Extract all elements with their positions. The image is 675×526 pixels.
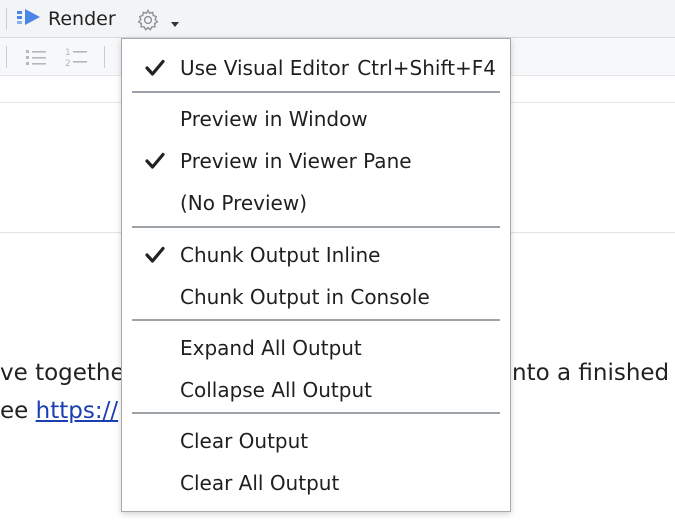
bulleted-list-icon[interactable] xyxy=(24,47,48,71)
menu-item-clear-output[interactable]: Clear Output xyxy=(122,421,510,461)
menu-item-label: Collapse All Output xyxy=(180,378,372,402)
render-button[interactable]: Render xyxy=(16,6,116,32)
menu-item-chunk-output-inline[interactable]: Chunk Output Inline xyxy=(122,235,510,275)
menu-item-preview-in-viewer-pane[interactable]: Preview in Viewer Pane xyxy=(122,141,510,181)
settings-menu-button[interactable] xyxy=(136,8,180,36)
document-text-line: ve togethe xyxy=(0,360,125,386)
menu-separator xyxy=(132,91,500,93)
document-text-fragment: ve togethe xyxy=(0,360,125,386)
checkmark-icon xyxy=(144,150,166,172)
menu-item-use-visual-editor[interactable]: Use Visual Editor Ctrl+Shift+F4 xyxy=(122,48,510,88)
numbered-list-icon[interactable]: 1 2 xyxy=(64,46,90,72)
toolbar-divider xyxy=(104,46,105,68)
menu-item-clear-all-output[interactable]: Clear All Output xyxy=(122,463,510,503)
menu-separator xyxy=(132,319,500,321)
menu-item-label: Clear Output xyxy=(180,429,309,453)
menu-item-shortcut: Ctrl+Shift+F4 xyxy=(357,56,496,80)
svg-text:1: 1 xyxy=(65,48,71,58)
menu-item-preview-in-window[interactable]: Preview in Window xyxy=(122,99,510,139)
gear-icon xyxy=(136,8,160,36)
menu-separator xyxy=(132,226,500,228)
menu-separator xyxy=(132,412,500,414)
top-toolbar: Render xyxy=(0,0,675,38)
menu-item-label: Chunk Output in Console xyxy=(180,285,430,309)
menu-item-expand-all-output[interactable]: Expand All Output xyxy=(122,328,510,368)
menu-item-label: (No Preview) xyxy=(180,191,308,215)
menu-item-label: Preview in Viewer Pane xyxy=(180,149,412,173)
menu-item-label: Preview in Window xyxy=(180,107,368,131)
svg-text:2: 2 xyxy=(65,59,71,68)
checkmark-icon xyxy=(144,244,166,266)
render-options-menu: Use Visual Editor Ctrl+Shift+F4 Preview … xyxy=(121,38,511,512)
menu-item-no-preview[interactable]: (No Preview) xyxy=(122,183,510,223)
document-text-line: ee https:// xyxy=(0,398,118,424)
toolbar-divider xyxy=(6,8,7,30)
caret-down-icon xyxy=(170,13,180,32)
menu-item-label: Use Visual Editor xyxy=(180,56,349,80)
menu-item-chunk-output-in-console[interactable]: Chunk Output in Console xyxy=(122,277,510,317)
menu-item-label: Expand All Output xyxy=(180,336,362,360)
menu-item-label: Chunk Output Inline xyxy=(180,243,381,267)
toolbar-divider xyxy=(6,46,7,68)
document-text-line: nto a finished xyxy=(512,360,669,386)
document-text-fragment: ee xyxy=(0,398,36,424)
document-link[interactable]: https:// xyxy=(35,398,119,424)
render-arrow-icon xyxy=(16,7,42,31)
checkmark-icon xyxy=(144,57,166,79)
menu-item-label: Clear All Output xyxy=(180,471,340,495)
render-label: Render xyxy=(48,8,116,30)
menu-item-collapse-all-output[interactable]: Collapse All Output xyxy=(122,370,510,410)
document-text-fragment: nto a finished xyxy=(512,360,670,386)
